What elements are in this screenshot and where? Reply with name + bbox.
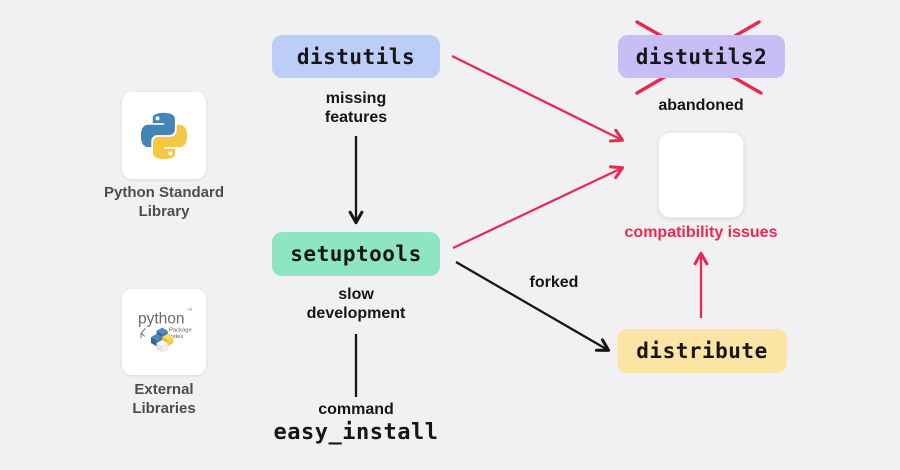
edge-label-forked: forked (529, 274, 579, 291)
pypi-crane-hook (140, 327, 146, 339)
node-distutils2: distutils2 (618, 35, 785, 78)
note-abandoned: abandoned (658, 97, 744, 114)
python-logo-card (122, 92, 206, 179)
pypi-tm: ™ (188, 308, 193, 314)
node-distribute: distribute (617, 329, 787, 373)
easy-install-annotation: command easy_install (274, 401, 439, 445)
arrow-setuptools-to-issuebox (452, 165, 625, 250)
arrow-distutils-to-issuebox (451, 54, 625, 143)
node-distutils-label: distutils (296, 44, 416, 69)
external-libraries-caption: External Libraries (132, 381, 196, 417)
pypi-sub2: Index (169, 334, 183, 340)
note-compatibility-issues: compatibility issues (624, 224, 778, 241)
note-slow-development: slow development (306, 286, 406, 322)
node-setuptools-label: setuptools (290, 242, 422, 266)
compatibility-issue-box (658, 132, 744, 218)
pypi-logo-icon: python ™ Package Index (138, 308, 193, 353)
node-distutils2-label: distutils2 (635, 44, 768, 69)
node-distribute-label: distribute (636, 339, 768, 363)
python-logo-icon (140, 112, 188, 159)
node-setuptools: setuptools (272, 232, 440, 276)
note-missing-features: missing features (324, 90, 388, 126)
node-distutils: distutils (272, 35, 440, 78)
easy-install-command: easy_install (273, 420, 439, 445)
python-standard-library-caption: Python Standard Library (103, 184, 225, 220)
command-word: command (318, 401, 394, 418)
pypi-word: python (138, 310, 185, 327)
arrow-setuptools-to-distribute-forked (455, 261, 611, 352)
pypi-logo-card: python ™ Package Index (122, 289, 206, 375)
pypi-cubes (150, 327, 174, 353)
pypi-sub1: Package (169, 327, 192, 333)
